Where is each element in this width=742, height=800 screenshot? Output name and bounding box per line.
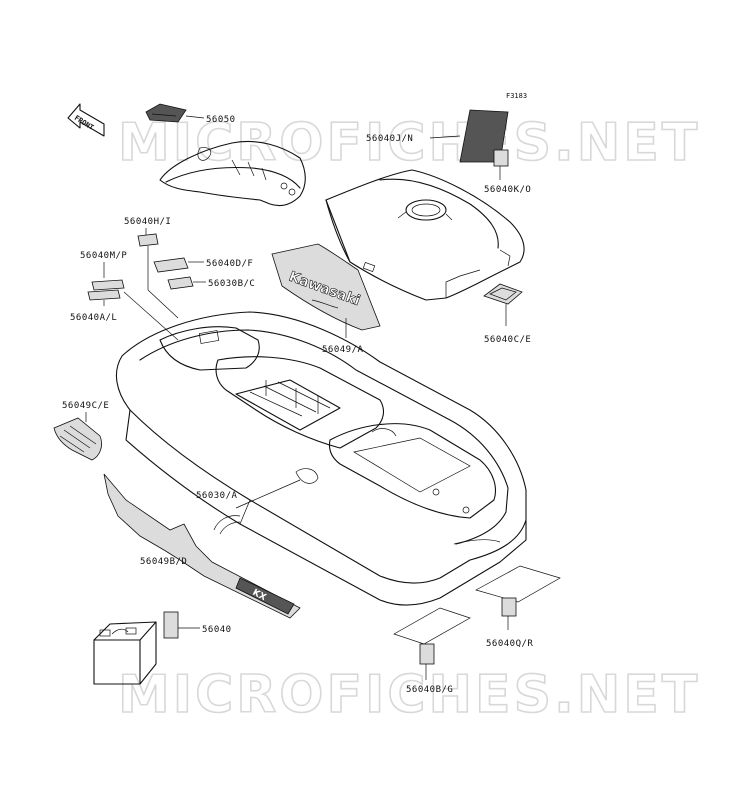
decal-56040JN	[429, 109, 509, 163]
emblem-56050	[145, 103, 205, 123]
label-56040MP: 56040M/P	[80, 251, 127, 261]
battery-part	[93, 621, 157, 685]
label-56040CE: 56040C/E	[484, 335, 531, 345]
label-56040QR: 56040Q/R	[486, 639, 533, 649]
label-56050: 56050	[206, 115, 236, 125]
label-56040AL: 56040A/L	[70, 313, 117, 323]
decal-56040QR	[475, 565, 561, 630]
figure-number: F3183	[506, 92, 527, 100]
label-56040: 56040	[202, 625, 232, 635]
label-56040DF: 56040D/F	[206, 259, 253, 269]
seat-cover-part	[159, 140, 306, 207]
label-56040BG: 56040B/G	[406, 685, 453, 695]
decal-56040MP	[87, 262, 179, 341]
decal-56040BG	[393, 607, 471, 680]
label-56049A: 56049/A	[322, 345, 364, 355]
watermark-top: MICROFICHES.NET	[118, 113, 700, 173]
hood-part	[325, 169, 525, 301]
label-56030A: 56030/A	[196, 491, 238, 501]
label-56040HI: 56040H/I	[124, 217, 171, 227]
decal-56040CE	[483, 283, 523, 326]
decal-56049A: Kawasaki	[271, 243, 381, 338]
decal-56049CE	[53, 412, 102, 461]
label-56030BC: 56030B/C	[208, 279, 255, 289]
decal-56030BC	[167, 276, 206, 290]
decal-56049BD: KX	[103, 473, 301, 619]
decal-56040DF	[153, 257, 204, 273]
label-56040JN: 56040J/N	[366, 134, 413, 144]
label-56049BD: 56049B/D	[140, 557, 187, 567]
label-56049CE: 56049C/E	[62, 401, 109, 411]
decal-56040HI	[137, 228, 179, 319]
hull-part	[115, 311, 527, 606]
front-arrow-icon: FRONT	[67, 103, 105, 137]
watermark-bottom: MICROFICHES.NET	[118, 665, 700, 725]
decal-56040KO	[493, 149, 509, 180]
decal-56030A	[213, 479, 301, 535]
decal-56040	[163, 611, 200, 639]
label-56040KO: 56040K/O	[484, 185, 531, 195]
